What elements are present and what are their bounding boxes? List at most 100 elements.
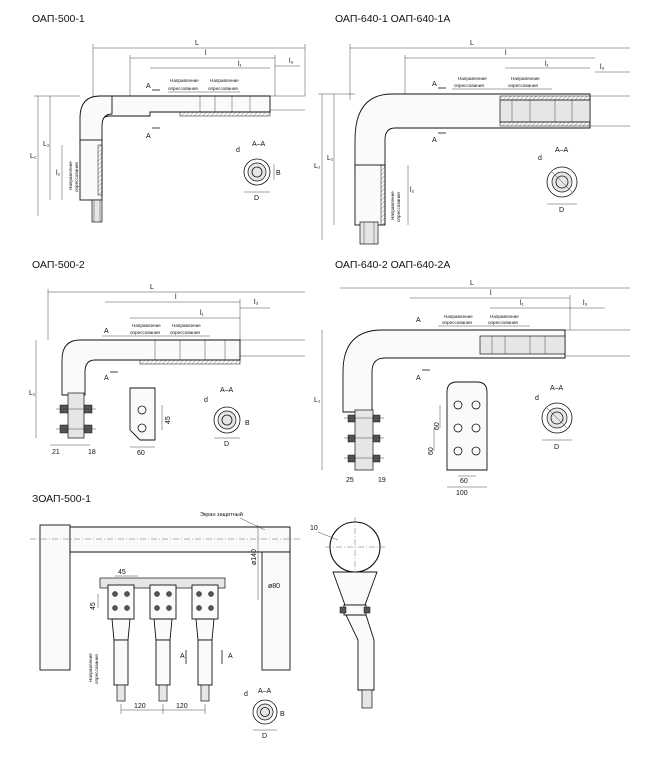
dim-45: 45	[165, 416, 172, 424]
dir-label-1a: Направление	[170, 78, 199, 83]
view-zoap-500-1: ЗОАП-500-1 Экран защитный ø140 ø80	[30, 493, 385, 740]
dim-l3-6402: l₃	[583, 300, 588, 307]
mark-A-640-top: A	[432, 81, 437, 88]
dim-d: d	[236, 147, 240, 154]
plate-1	[107, 584, 135, 702]
dim-l1-6402: l₁	[520, 300, 525, 307]
dim-100: 100	[456, 490, 468, 497]
dim-D-zoap: D	[262, 733, 267, 740]
dim-l3-640: l₃	[600, 64, 605, 71]
title-zoap-500-1: ЗОАП-500-1	[32, 493, 91, 505]
dim-L: L	[195, 40, 199, 47]
dim-dia80: ø80	[268, 583, 280, 590]
dim-l2-640: l₂	[410, 187, 415, 194]
dim-B: B	[276, 170, 281, 177]
view-oap-640-2: ОАП-640-2 ОАП-640-2А L l l₁ l₃ Направлен…	[314, 259, 630, 497]
zoap-dir-2: опрессования	[94, 654, 99, 684]
dim-l3: l₃	[289, 58, 294, 65]
dir-label-v1: Направление	[68, 161, 73, 190]
dim-60-6402-c: 60	[460, 478, 468, 485]
dim-L1-6402: L₁	[314, 397, 321, 404]
dim-d-6402: d	[535, 395, 539, 402]
dim-45-zoap-left: 45	[90, 602, 97, 610]
dir-640-v2: опрессования	[396, 192, 401, 222]
dim-D: D	[254, 195, 259, 202]
dim-d-640: d	[538, 155, 542, 162]
dim-l1-640: l₁	[545, 61, 550, 68]
dim-L-5002: L	[150, 284, 154, 291]
dim-45-zoap-top: 45	[118, 569, 126, 576]
mark-A-5002-bottom: A	[104, 375, 109, 382]
mark-A-640-bottom: A	[432, 137, 437, 144]
view-oap-640-1: ОАП-640-1 ОАП-640-1А L l l₁ l₃ Направлен…	[314, 13, 630, 245]
dir-6402-1a: Направление	[444, 314, 473, 319]
dir-label-1b: опрессования	[168, 86, 198, 91]
dim-60-5002: 60	[137, 450, 145, 457]
dim-L2: L₂	[30, 153, 37, 160]
section-AA-640: A–A	[555, 147, 569, 154]
dim-l-6402: l	[490, 290, 492, 297]
dim-d-5002: d	[204, 397, 208, 404]
dim-l1: l₁	[238, 61, 243, 68]
title-oap-640-2: ОАП-640-2 ОАП-640-2А	[335, 259, 450, 271]
dim-D-6402: D	[554, 444, 559, 451]
dir-6402-2b: опрессования	[488, 320, 518, 325]
section-AA-5002: A–A	[220, 387, 234, 394]
dim-d-zoap: d	[244, 691, 248, 698]
dim-B-zoap: B	[280, 711, 285, 718]
dim-60-6402-b: 60	[428, 447, 435, 455]
dir-5002-2b: опрессования	[170, 330, 200, 335]
dir-5002-1a: Направление	[132, 323, 161, 328]
dim-dia140: ø140	[251, 549, 258, 565]
dir-640-2b: опрессования	[508, 83, 538, 88]
section-mark-A-top: A	[146, 83, 151, 90]
dim-10: 10	[310, 525, 318, 532]
dir-6402-1b: опрессования	[442, 320, 472, 325]
dir-6402-2a: Направление	[490, 314, 519, 319]
dim-18: 18	[88, 449, 96, 456]
dim-D-5002: D	[224, 441, 229, 448]
dim-L1-640: L₁	[327, 155, 334, 162]
zoap-dir-1: Направление	[88, 653, 93, 682]
dim-L2-640: L₂	[314, 163, 321, 170]
dim-D-640: D	[559, 207, 564, 214]
title-oap-640-1: ОАП-640-1 ОАП-640-1А	[335, 13, 450, 25]
dim-60-6402-a: 60	[434, 422, 441, 430]
mark-A-6402-top: A	[416, 317, 421, 324]
dim-l-640: l	[505, 50, 507, 57]
mark-A-5002-top: A	[104, 328, 109, 335]
dir-5002-2a: Направление	[172, 323, 201, 328]
screen-label: Экран защитный	[200, 511, 243, 518]
dim-l: l	[205, 50, 207, 57]
dim-l-5002: l	[175, 294, 177, 301]
zoap-mark-A-2: A	[228, 653, 233, 660]
zoap-mark-A-1: A	[180, 653, 185, 660]
title-oap-500-1: ОАП-500-1	[32, 13, 85, 25]
dim-21: 21	[52, 449, 60, 456]
dir-640-1b: опрессования	[454, 83, 484, 88]
view-oap-500-2: ОАП-500-2 L l l₁ l₃ 21 18 L₁ Напр	[29, 259, 305, 457]
dim-120-a: 120	[134, 703, 146, 710]
dim-L-640: L	[470, 40, 474, 47]
dim-l3-5002: l₃	[254, 299, 259, 306]
dim-L1-5002: L₁	[29, 390, 36, 397]
section-mark-A-bottom: A	[146, 133, 151, 140]
dir-label-2a: Направление	[210, 78, 239, 83]
dim-l1-5002: l₁	[200, 310, 205, 317]
dim-25: 25	[346, 477, 354, 484]
dir-label-v2: опрессования	[74, 162, 79, 192]
dim-l2: l₂	[56, 170, 61, 177]
dim-L1: L₁	[43, 141, 50, 148]
section-AA-label: A–A	[252, 141, 266, 148]
view-oap-500-1: ОАП-500-1 L l l₁ l₃	[30, 13, 306, 223]
mark-A-6402-bottom: A	[416, 375, 421, 382]
dim-L-6402: L	[470, 280, 474, 287]
dir-640-v1: Направление	[390, 191, 395, 220]
dir-640-2a: Направление	[511, 76, 540, 81]
dir-label-2b: опрессования	[208, 86, 238, 91]
dir-640-1a: Направление	[458, 76, 487, 81]
section-AA-6402: A–A	[550, 385, 564, 392]
dir-5002-1b: опрессования	[130, 330, 160, 335]
dim-120-b: 120	[176, 703, 188, 710]
